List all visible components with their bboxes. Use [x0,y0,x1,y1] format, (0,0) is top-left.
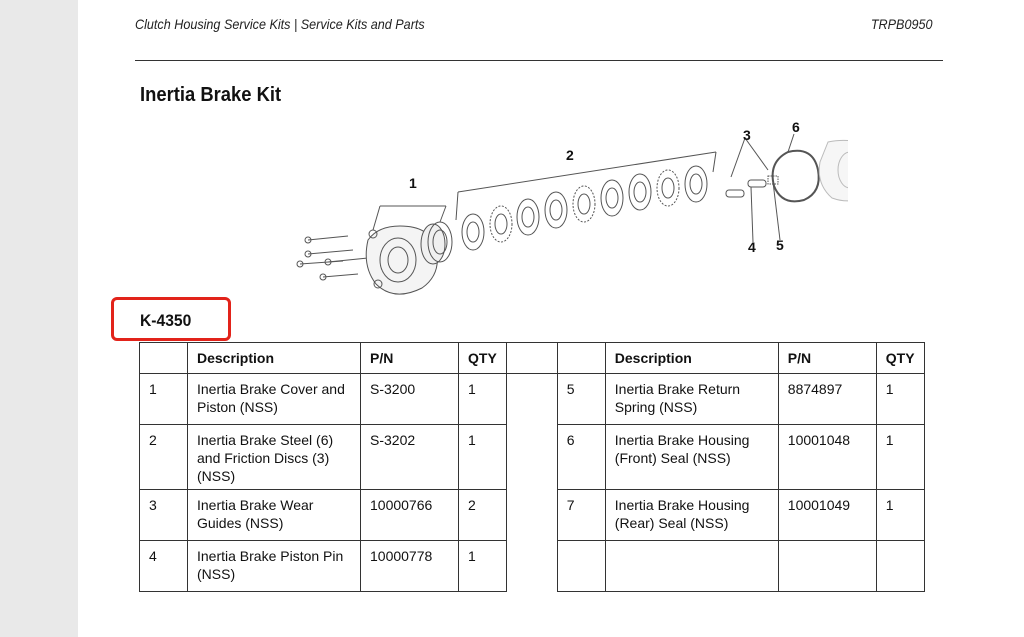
table-row: 3 Inertia Brake Wear Guides (NSS) 100007… [139,489,925,541]
callout-4: 4 [748,239,756,255]
item-quantity: 1 [458,373,507,425]
document-code: TRPB0950 [870,16,932,32]
document-page: Clutch Housing Service Kits | Service Ki… [78,0,1024,637]
item-description: Inertia Brake Wear Guides (NSS) [187,489,361,541]
callout-2: 2 [566,147,574,163]
item-number: 7 [556,489,606,541]
item-description: Inertia Brake Steel (6) and Friction Dis… [187,424,361,490]
item-part-number [777,540,877,592]
item-description: Inertia Brake Cover and Piston (NSS) [187,373,361,425]
callout-6: 6 [792,119,800,135]
wear-guides-illustration [725,175,779,198]
bolts-illustration [296,235,369,281]
header-description-right: Description [604,342,779,374]
header-part-number-right: P/N [777,342,877,374]
table-spacer [505,373,558,592]
item-description: Inertia Brake Housing (Front) Seal (NSS) [604,424,779,490]
callout-3: 3 [743,127,751,143]
item-number: 6 [556,424,606,490]
header-part-number: P/N [360,342,459,374]
item-part-number: 10000766 [360,489,459,541]
header-quantity-right: QTY [875,342,925,374]
item-description: Inertia Brake Piston Pin (NSS) [187,540,361,592]
header-divider [135,60,943,61]
left-gutter [0,0,78,637]
item-part-number: 10001049 [777,489,877,541]
exploded-parts-diagram: 1 2 3 4 5 6 7 [296,119,848,295]
item-part-number: 10000778 [360,540,459,592]
item-number: 1 [139,373,188,425]
header-item-number [139,342,188,374]
table-row: 2 Inertia Brake Steel (6) and Friction D… [139,424,925,490]
table-row: 4 Inertia Brake Piston Pin (NSS) 1000077… [139,540,925,592]
item-quantity: 2 [458,489,507,541]
item-quantity: 1 [875,424,925,490]
item-quantity [875,540,925,592]
item-quantity: 1 [458,540,507,592]
callout-1: 1 [409,175,417,191]
table-row: 1 Inertia Brake Cover and Piston (NSS) S… [139,373,925,592]
piston-illustration [420,221,453,265]
housing-illustration [818,139,848,202]
item-description: Inertia Brake Housing (Rear) Seal (NSS) [604,489,779,541]
item-quantity: 1 [458,424,507,490]
item-number [556,540,606,592]
item-quantity: 1 [875,489,925,541]
item-quantity: 1 [875,373,925,425]
section-title: Inertia Brake Kit [140,84,282,106]
item-part-number: 8874897 [777,373,877,425]
header-description: Description [187,342,361,374]
item-description [604,540,779,592]
header-item-number-right [556,342,606,374]
callout-5: 5 [776,237,784,253]
header-quantity: QTY [458,342,507,374]
item-part-number: 10001048 [777,424,877,490]
kit-number: K-4350 [140,311,192,330]
item-number: 5 [556,373,606,425]
item-number: 2 [139,424,188,490]
running-header-title: Clutch Housing Service Kits | Service Ki… [135,16,425,32]
table-header-row: Description P/N QTY Description P/N QTY [139,342,925,374]
kit-number-highlight [111,297,231,341]
header-spacer [505,342,558,374]
item-number: 4 [139,540,188,592]
item-description: Inertia Brake Return Spring (NSS) [604,373,779,425]
parts-table: Description P/N QTY Description P/N QTY … [139,342,925,592]
leader-lines [372,133,795,243]
brake-discs-illustration [461,165,708,251]
front-seal-illustration [771,149,820,203]
item-part-number: S-3200 [360,373,459,425]
item-part-number: S-3202 [360,424,459,490]
item-number: 3 [139,489,188,541]
